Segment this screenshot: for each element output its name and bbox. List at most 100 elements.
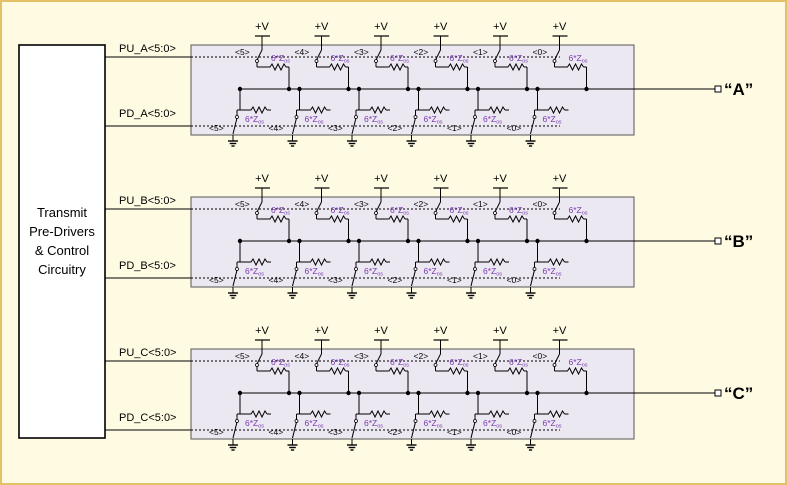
pd-bus-node: [297, 86, 302, 92]
pd-resistor-label-subscript: os: [377, 424, 383, 430]
supply-label: +V: [493, 173, 507, 185]
pu-resistor-label-subscript: os: [344, 211, 350, 217]
pu-switch-blade: [316, 201, 322, 213]
pu-resistor-label-subscript: os: [463, 363, 469, 369]
pu-bus-node: [286, 86, 292, 92]
supply-label: +V: [255, 21, 269, 33]
pd-bus-node: [356, 390, 362, 396]
pd-bit-label: <2>: [388, 275, 403, 285]
pu-resistor: [565, 214, 584, 224]
pd-resistor-label-subscript: os: [318, 424, 324, 430]
pd-resistor-label-subscript: os: [258, 272, 264, 278]
pu-bus-node: [524, 86, 530, 92]
pu-resistor-label: 6*Zos: [390, 205, 409, 217]
pd-switch-blade: [292, 421, 297, 439]
pu-resistor-label: 6*Zos: [509, 205, 528, 217]
supply-label: +V: [255, 325, 269, 337]
pd-bit-label: <5>: [209, 275, 224, 285]
pd-switch-blade: [232, 117, 238, 135]
pu-resistor-label: 6*Zos: [569, 357, 588, 369]
pd-bus-label: PD_A<5:0>: [119, 108, 176, 120]
pd-resistor: [487, 409, 506, 419]
pd-bit-label: <2>: [388, 427, 403, 437]
pd-resistor-label-subscript: os: [437, 272, 443, 278]
pd-bit-label: <1>: [447, 275, 462, 285]
driver-array-box: [190, 348, 635, 440]
pu-bus-node: [465, 238, 470, 244]
pd-switch-blade: [351, 117, 357, 135]
pd-bus-node: [356, 86, 362, 92]
pd-bit-label: <4>: [269, 123, 284, 133]
pu-switch-blade: [494, 201, 501, 213]
output-pad: [714, 85, 722, 93]
pu-resistor-label: 6*Zos: [569, 205, 588, 217]
pu-switch-blade: [375, 353, 382, 365]
pd-resistor-label-subscript: os: [556, 424, 562, 430]
pd-resistor-label: 6*Zos: [245, 266, 264, 278]
supply-label: +V: [553, 21, 567, 33]
pd-resistor-label: 6*Zos: [483, 266, 502, 278]
pd-bus-node: [475, 86, 481, 92]
output-label: “C”: [724, 384, 753, 403]
pd-resistor-label-subscript: os: [556, 120, 562, 126]
pd-resistor-label: 6*Zos: [483, 418, 502, 430]
pu-resistor-label: 6*Zos: [331, 205, 350, 217]
pd-resistor-label-subscript: os: [437, 424, 443, 430]
pu-bit-label: <0>: [533, 47, 548, 57]
pu-resistor-label: 6*Zos: [450, 53, 469, 65]
pu-resistor: [565, 62, 584, 72]
pu-resistor-label: 6*Zos: [390, 357, 409, 369]
pu-bus-node: [524, 390, 530, 396]
pd-resistor-label: 6*Zos: [364, 418, 383, 430]
pd-resistor: [249, 105, 268, 115]
pd-resistor-label: 6*Zos: [424, 418, 443, 430]
pu-resistor: [446, 366, 465, 376]
pd-resistor-label: 6*Zos: [543, 418, 562, 430]
pu-resistor-label: 6*Zos: [271, 53, 290, 65]
pu-bus-node: [405, 86, 411, 92]
control-block-line-2: Pre-Drivers: [29, 224, 95, 239]
pu-bus-node: [524, 238, 530, 244]
pu-resistor-label-subscript: os: [582, 59, 588, 65]
supply-label: +V: [374, 325, 388, 337]
pd-resistor-label-subscript: os: [258, 120, 264, 126]
pu-switch-blade: [435, 201, 441, 213]
pu-bit-label: <4>: [295, 351, 310, 361]
pu-bit-label: <5>: [235, 351, 250, 361]
pd-switch-blade: [411, 421, 416, 439]
pd-bus-node: [297, 238, 302, 244]
pu-resistor: [268, 366, 287, 376]
pu-resistor-label-subscript: os: [284, 363, 290, 369]
pd-bit-label: <3>: [328, 123, 343, 133]
pu-bus-node: [286, 390, 292, 396]
pd-bit-label: <2>: [388, 123, 403, 133]
pd-resistor-label: 6*Zos: [364, 114, 383, 126]
pd-bus-node: [237, 390, 243, 396]
pu-switch-blade: [256, 353, 263, 365]
pu-resistor: [387, 366, 406, 376]
pu-switch-blade: [435, 353, 441, 365]
pu-bus-node: [346, 390, 351, 396]
pd-switch-blade: [292, 269, 297, 287]
pu-resistor-label-subscript: os: [344, 363, 350, 369]
output-pad: [714, 237, 722, 245]
driver-array-box: [190, 196, 635, 288]
pd-switch-blade: [351, 269, 357, 287]
pd-bus-label: PD_B<5:0>: [119, 260, 176, 272]
pu-switch-blade: [554, 201, 560, 213]
pu-resistor-label-subscript: os: [403, 211, 409, 217]
output-pad: [714, 389, 722, 397]
pu-bus-node: [465, 390, 470, 396]
pu-resistor: [327, 366, 346, 376]
supply-label: +V: [374, 21, 388, 33]
pu-bit-label: <3>: [354, 351, 369, 361]
pu-switch-blade: [316, 353, 322, 365]
